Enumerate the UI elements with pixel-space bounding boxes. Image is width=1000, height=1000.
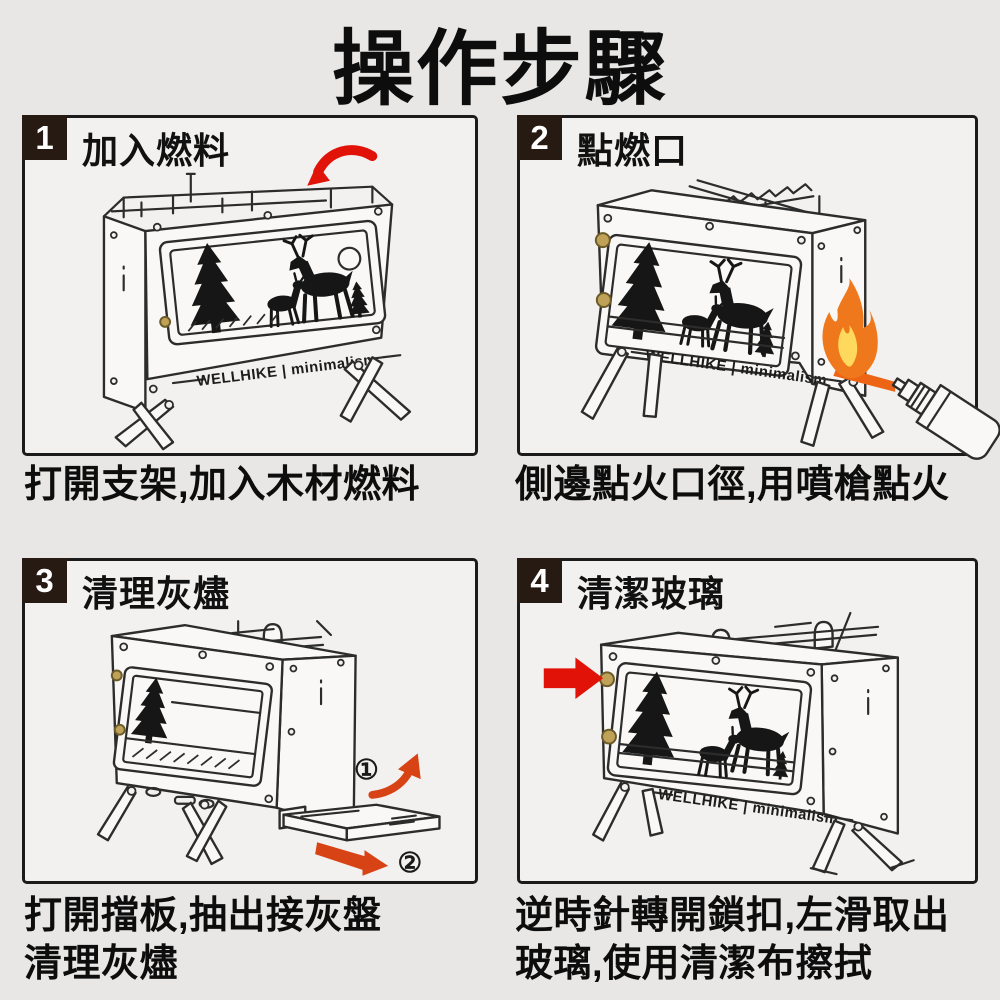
brass-knob (159, 315, 172, 328)
panel-step-4: 4 清潔玻璃 (517, 558, 978, 884)
stove-window (158, 219, 387, 346)
stove-side-panel (275, 654, 357, 832)
brass-lock-knob (601, 728, 617, 745)
pull-out-arrow (315, 842, 389, 876)
step-1-label: 加入燃料 (82, 130, 231, 171)
stove-window (606, 662, 813, 796)
page-title: 操作步驟 (331, 24, 668, 115)
step-3-label: 清理灰燼 (82, 573, 231, 614)
caption-line: 打開擋板,抽出接灰盤 (24, 895, 382, 937)
stove-legs (580, 346, 885, 447)
panel-step-3: 3 清理灰燼 (22, 558, 478, 884)
step-4-number-badge: 4 (517, 558, 562, 603)
step-2-label: 點燃口 (577, 130, 689, 171)
caption-line: 玻璃,使用清潔布擦拭 (515, 943, 873, 985)
caption-line: 清理灰燼 (24, 943, 179, 985)
stove-legs (114, 356, 412, 451)
stove-illustration-step3: ① ② (96, 620, 441, 878)
stove-open-top (102, 172, 394, 219)
caption-step-1: 打開支架,加入木材燃料 (24, 461, 420, 509)
stove-window-open (112, 666, 273, 787)
torch-icon (891, 377, 1000, 460)
rivets (608, 652, 890, 821)
caption-line: 逆時針轉開鎖扣,左滑取出 (515, 895, 950, 937)
ash-tray (282, 803, 441, 842)
add-fuel-arrow (307, 145, 378, 186)
flame-icon (822, 278, 878, 379)
stove-illustration-step2: WELLHIKE | minimalism (580, 179, 1000, 460)
stove-illustration-step1: WELLHIKE | minimalism (102, 145, 412, 451)
caption-step-4: 逆時針轉開鎖扣,左滑取出 玻璃,使用清潔布擦拭 (515, 892, 950, 988)
brass-knob (113, 723, 126, 736)
rivets (119, 642, 345, 821)
caption-line: 打開支架,加入木材燃料 (24, 464, 421, 506)
brass-knob (110, 669, 123, 682)
stove-illustration-step4: WELLHIKE | minimalism (543, 611, 915, 876)
caption-line: 側邊點火口徑,用噴槍點火 (515, 464, 950, 506)
caption-step-2: 側邊點火口徑,用噴槍點火 (515, 461, 950, 509)
step-marker-1: ① (354, 753, 421, 799)
step-3-number-badge: 3 (22, 558, 67, 603)
step-2-number-badge: 2 (517, 115, 562, 160)
fire-grate (187, 312, 280, 332)
step-1-number-badge: 1 (22, 115, 67, 160)
stove-legs (592, 781, 915, 876)
panel-step-2: 2 點燃口 (517, 115, 1000, 460)
svg-text:①: ① (354, 754, 379, 785)
step-marker-2: ② (315, 842, 422, 878)
unlock-arrow (543, 657, 604, 700)
caption-step-3: 打開擋板,抽出接灰盤 清理灰燼 (24, 892, 382, 988)
stove-legs (96, 785, 228, 866)
panel-step-1: 1 加入燃料 (22, 115, 478, 456)
brass-lock-knob (599, 671, 615, 688)
stove-side-panel (102, 215, 147, 413)
fire-grate (131, 747, 240, 770)
brass-knob (595, 292, 612, 309)
rivets (109, 207, 383, 394)
brass-knob (594, 232, 611, 249)
lantern-icon (337, 246, 362, 271)
svg-text:②: ② (397, 847, 422, 878)
stove-side-panel (820, 656, 900, 835)
step-4-label: 清潔玻璃 (577, 573, 726, 614)
